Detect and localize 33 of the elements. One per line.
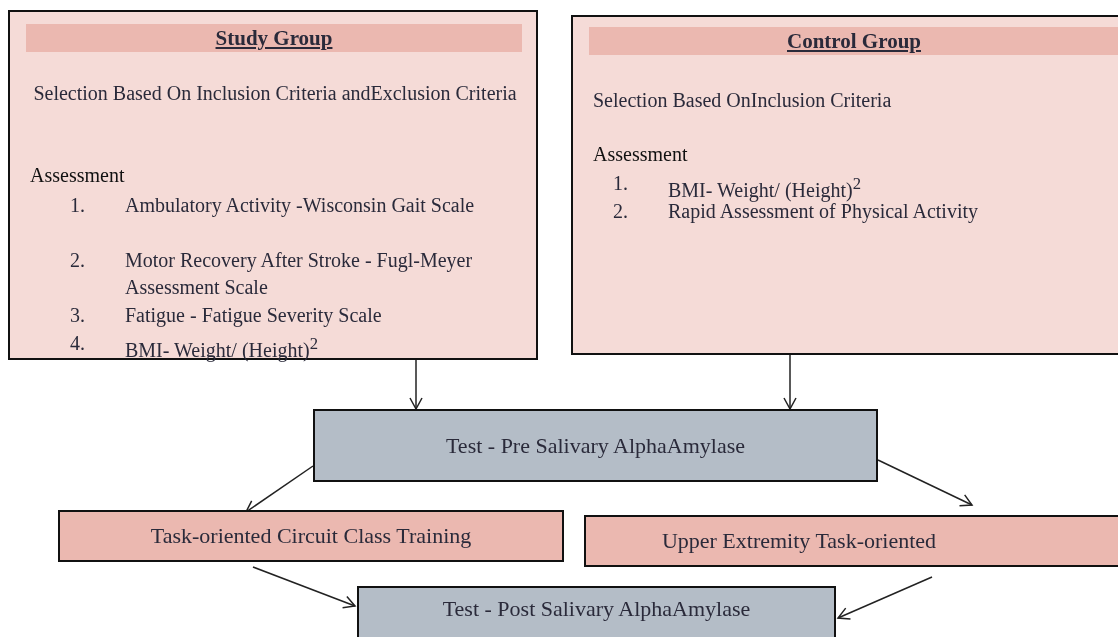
arrow bbox=[837, 576, 933, 620]
box-label: Upper Extremity Task-oriented bbox=[661, 528, 937, 554]
section-heading: Assessment bbox=[593, 143, 688, 166]
list-number: 2. bbox=[70, 248, 85, 273]
list-item-text: Motor Recovery After Stroke - Fugl-Meyer Assessment Scale bbox=[125, 248, 474, 300]
selection-text: Selection Based OnInclusion Criteria bbox=[593, 88, 893, 113]
selection-text: Selection Based On Inclusion Criteria andExclusion Criteria bbox=[32, 81, 518, 106]
arrow bbox=[245, 465, 314, 513]
list-number: 4. bbox=[70, 331, 85, 356]
list-number: 1. bbox=[70, 193, 85, 218]
process-box bbox=[584, 515, 1118, 567]
arrow bbox=[783, 354, 797, 410]
box-label: Task-oriented Circuit Class Training bbox=[150, 523, 472, 549]
arrow bbox=[409, 359, 423, 410]
list-item-text: BMI- Weight/ (Height)$^{2}$ bbox=[668, 173, 862, 203]
arrow bbox=[877, 459, 973, 507]
group-panel bbox=[571, 15, 1118, 355]
process-box bbox=[313, 409, 878, 482]
list-item-text: Ambulatory Activity -Wisconsin Gait Scale bbox=[125, 193, 476, 219]
section-heading: Assessment bbox=[30, 164, 125, 187]
list-number: 1. bbox=[613, 171, 628, 196]
list-item-text: BMI- Weight/ (Height)$^{2}$ bbox=[125, 333, 319, 364]
box-label: Test - Pre Salivary AlphaAmylase bbox=[445, 432, 746, 459]
box-label: Test - Post Salivary AlphaAmylase bbox=[442, 596, 751, 622]
process-box bbox=[58, 510, 564, 562]
list-number: 2. bbox=[613, 199, 628, 224]
process-box bbox=[357, 586, 836, 637]
group-heading: Study Group bbox=[215, 26, 333, 50]
group-heading: Control Group bbox=[787, 29, 921, 53]
group-panel bbox=[8, 10, 538, 360]
list-number: 3. bbox=[70, 303, 85, 328]
list-item-text: Fatigue - Fatigue Severity Scale bbox=[125, 303, 383, 329]
arrow bbox=[252, 566, 356, 609]
